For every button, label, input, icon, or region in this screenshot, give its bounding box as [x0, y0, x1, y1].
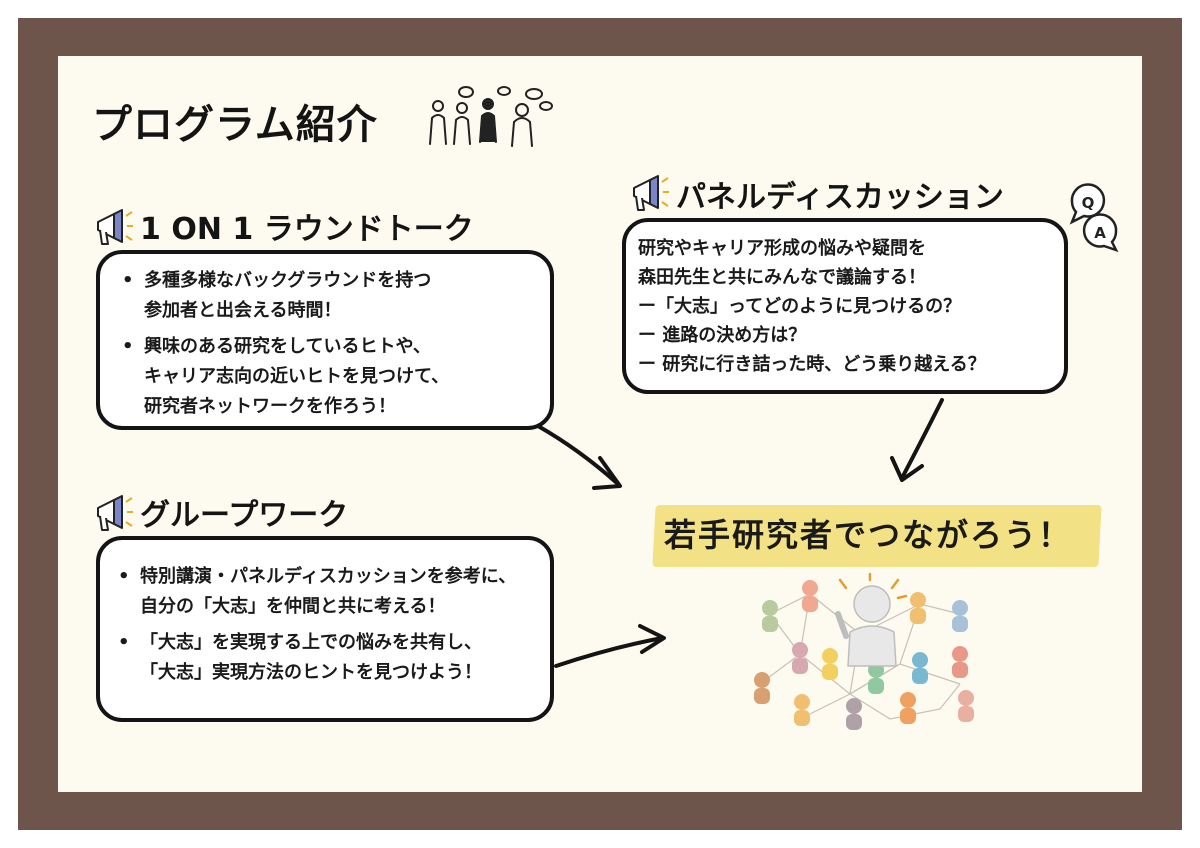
call-to-action: 若手研究者でつながろう！ [664, 516, 1073, 554]
panel-box: 研究やキャリア形成の悩みや疑問を 森田先生と共にみんなで議論する！ ー「大志」っ… [622, 218, 1068, 394]
panel-intro-line: 森田先生と共にみんなで議論する！ [638, 267, 926, 288]
panel-title: パネルディスカッション [676, 180, 1004, 215]
panel-item: ー「大志」ってどのように見つけるの？ [638, 296, 962, 317]
people-talking-icon [429, 86, 553, 147]
network-people-icon [754, 572, 974, 730]
list-item: 興味のある研究をしているヒトや、 キャリア志向の近いヒトを見つけて、 研究者ネッ… [118, 332, 534, 422]
megaphone-icon [97, 495, 133, 531]
megaphone-icon [97, 209, 133, 245]
panel-item: ー 研究に行き詰った時、どう乗り越える？ [638, 354, 986, 375]
group-work-title: グループワーク [140, 498, 349, 533]
qa-a-label: A [1094, 224, 1106, 242]
qa-bubbles-icon: Q A [1069, 183, 1119, 253]
group-work-box: 特別講演・パネルディスカッションを参考に、 自分の「大志」を仲間と共に考える！ … [96, 536, 554, 722]
list-item: 多種多様なバックグラウンドを持つ 参加者と出会える時間！ [118, 266, 534, 326]
megaphone-icon [633, 175, 669, 211]
qa-q-label: Q [1082, 194, 1095, 212]
list-item: 特別講演・パネルディスカッションを参考に、 自分の「大志」を仲間と共に考える！ [114, 562, 540, 622]
one-on-one-box: 多種多様なバックグラウンドを持つ 参加者と出会える時間！ 興味のある研究をしてい… [96, 250, 554, 430]
list-item: 「大志」を実現する上での悩みを共有し、 「大志」実現方法のヒントを見つけよう！ [114, 628, 540, 688]
one-on-one-title: 1 ON 1 ラウンドトーク [140, 212, 474, 247]
page-title: プログラム紹介 [92, 102, 378, 148]
panel-item: ー 進路の決め方は？ [638, 325, 807, 346]
panel-intro-line: 研究やキャリア形成の悩みや疑問を [638, 238, 926, 259]
